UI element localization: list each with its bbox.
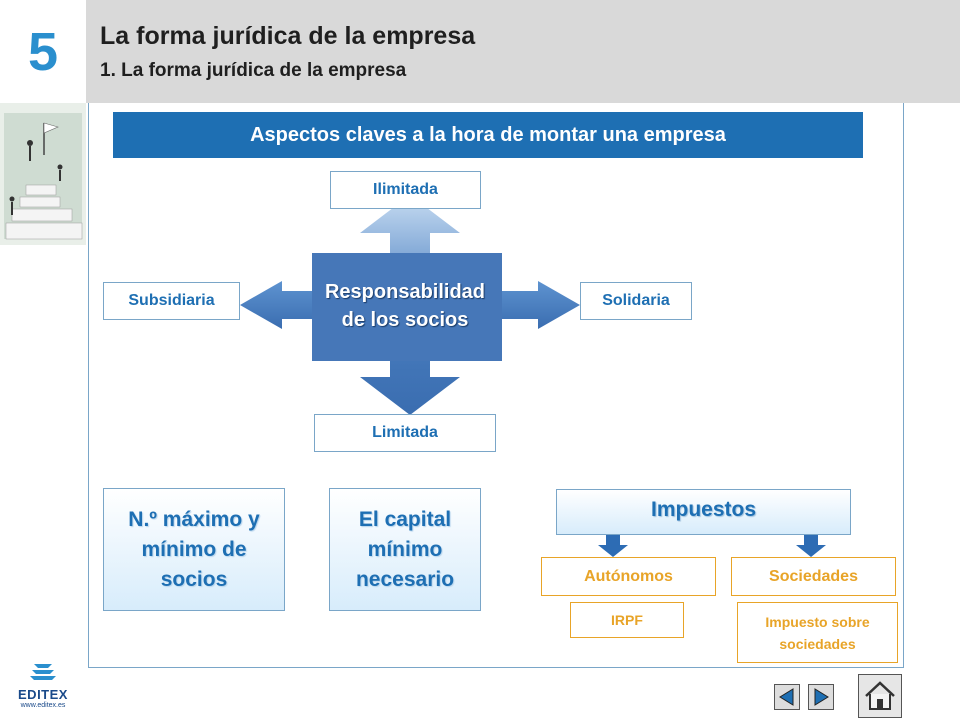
box-limitada: Limitada <box>314 414 496 452</box>
previous-button[interactable] <box>774 684 800 710</box>
editex-logo: EDITEX www.editex.es <box>12 662 74 712</box>
triangle-right-icon <box>814 688 829 706</box>
page-title: La forma jurídica de la empresa <box>100 22 476 50</box>
box-sociedades: Sociedades <box>731 557 896 596</box>
responsibility-center-square <box>312 253 502 361</box>
triangle-left-icon <box>779 688 794 706</box>
box-irpf: IRPF <box>570 602 684 638</box>
arrow-down-autonomos <box>598 535 628 557</box>
header-bar <box>86 0 960 103</box>
next-button[interactable] <box>808 684 834 710</box>
box-subsidiaria: Subsidiaria <box>103 282 240 320</box>
editex-logo-brand: EDITEX <box>18 687 68 702</box>
home-icon <box>865 681 895 710</box>
home-button[interactable] <box>858 674 902 718</box>
box-ilimitada: Ilimitada <box>330 171 481 209</box>
chapter-number: 5 <box>27 21 59 82</box>
box-impuesto-sociedades: Impuesto sobre sociedades <box>737 602 898 663</box>
responsibility-cross-arrow <box>240 195 580 415</box>
box-impuestos: Impuestos <box>556 489 851 535</box>
side-illustration <box>0 103 86 245</box>
arrow-down-sociedades <box>796 535 826 557</box>
banner-title: Aspectos claves a la hora de montar una … <box>113 112 863 158</box>
box-numero-socios: N.º máximo y mínimo de socios <box>103 488 285 611</box>
box-autonomos: Autónomos <box>541 557 716 596</box>
box-capital-minimo: El capital mínimo necesario <box>329 488 481 611</box>
editex-logo-url: www.editex.es <box>20 702 66 709</box>
box-solidaria: Solidaria <box>580 282 692 320</box>
editex-logo-mark <box>30 664 56 680</box>
responsibility-center-label: Responsabilidad de los socios <box>324 281 486 331</box>
page-subtitle: 1. La forma jurídica de la empresa <box>100 60 407 81</box>
